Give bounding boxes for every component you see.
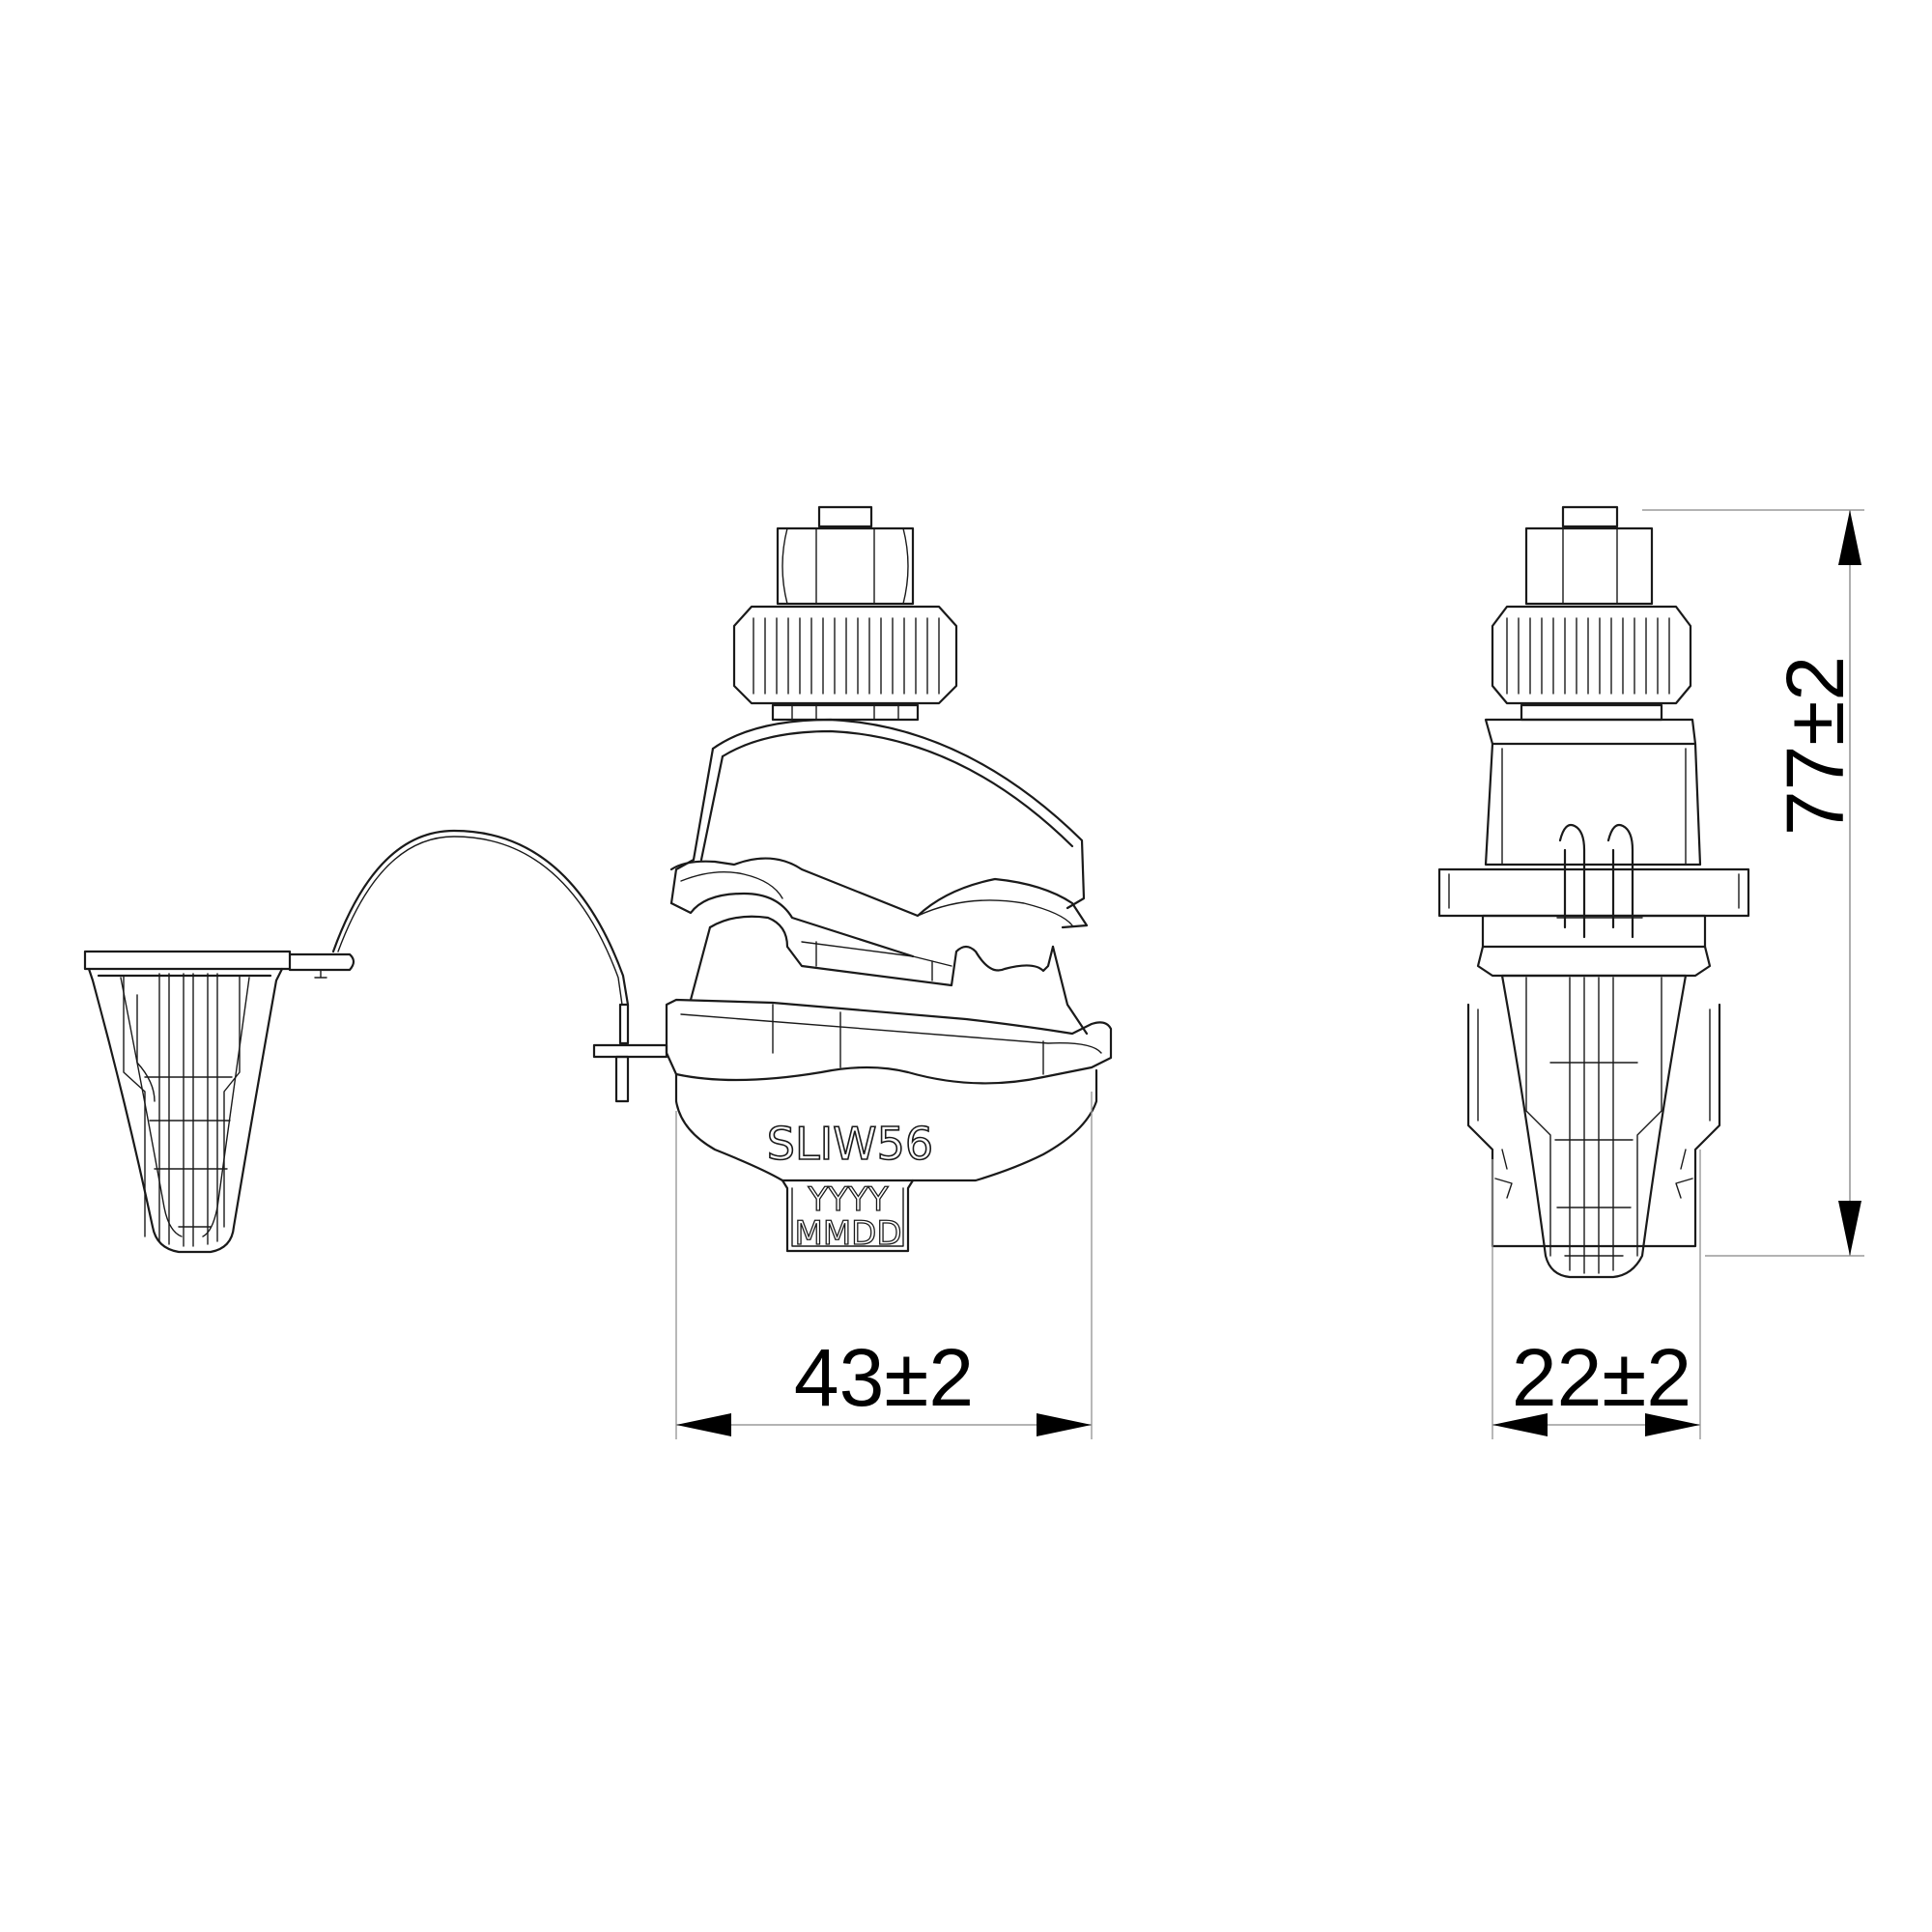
dimension-width-side (1492, 1150, 1701, 1439)
tether-cable (331, 829, 668, 1103)
date-marking: MMDD (794, 1214, 901, 1253)
width-side-label: 22±2 (1512, 1332, 1691, 1423)
dimension-height (1642, 509, 1864, 1257)
knurl-lines-front (753, 617, 940, 695)
dimension-width-front (675, 1092, 1093, 1439)
connector-side-view (1437, 505, 1750, 1279)
connector-front-view (665, 505, 1113, 1253)
year-marking: YYYY (807, 1180, 888, 1219)
model-marking: SLIW56 (767, 1118, 933, 1170)
end-cap (83, 950, 355, 1254)
width-front-label: 43±2 (794, 1332, 974, 1423)
height-label: 77±2 (1770, 656, 1861, 836)
knurl-lines-side (1506, 617, 1670, 695)
